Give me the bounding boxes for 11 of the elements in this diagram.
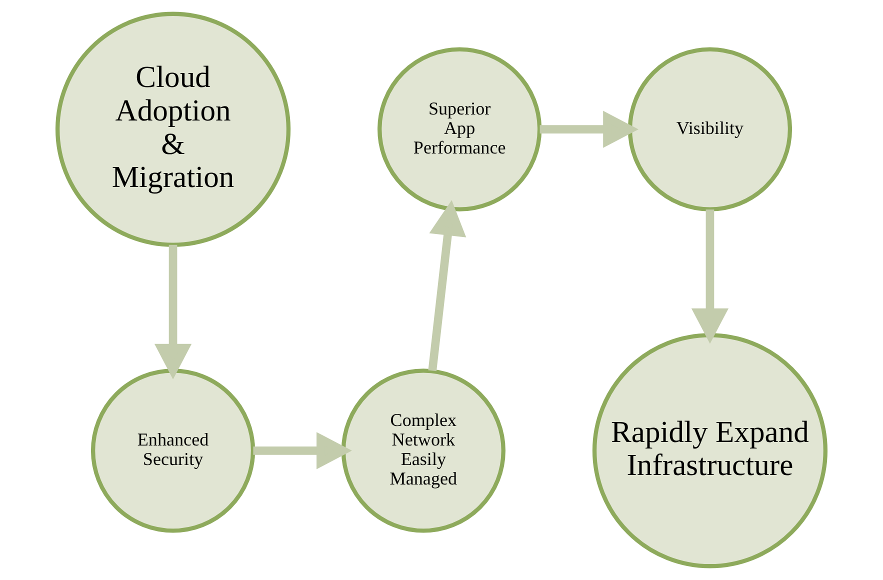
node-circle: Enhanced Security	[90, 368, 256, 533]
node-circle: Visibility	[628, 47, 792, 212]
node-circle: Rapidly Expand Infrastructure	[592, 333, 828, 568]
arrow	[253, 432, 352, 470]
node-circle: Cloud Adoption & Migration	[55, 12, 291, 247]
node-circle: Superior App Performance	[378, 47, 542, 212]
arrow	[540, 110, 638, 148]
node-circle: Complex Network Easily Managed	[341, 368, 506, 533]
arrow	[428, 200, 466, 372]
arrow	[154, 244, 192, 380]
arrow	[691, 209, 729, 344]
